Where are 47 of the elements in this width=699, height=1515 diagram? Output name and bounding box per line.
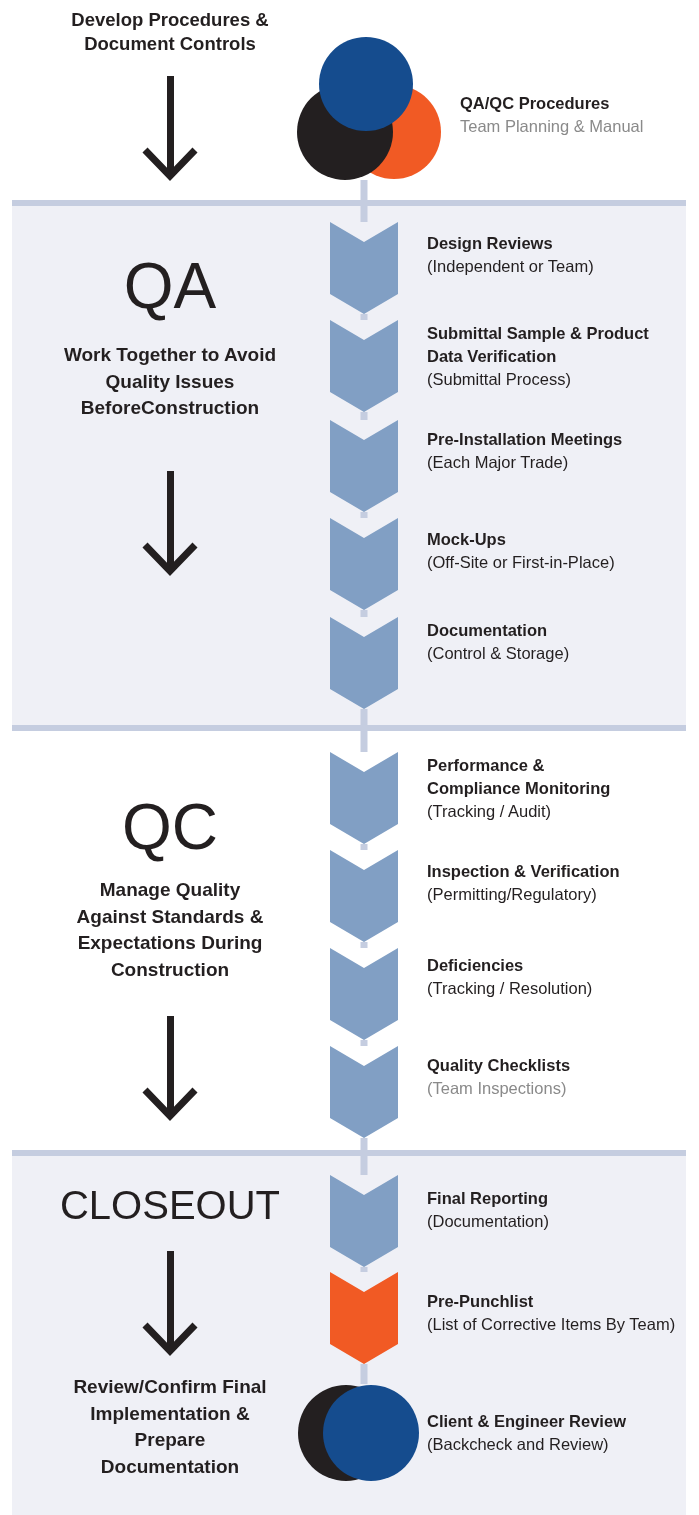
step-note: (Control & Storage) — [427, 643, 571, 664]
section-description: Work Together to Avoid Quality Issues BeforeConstruction — [62, 343, 278, 420]
step-title: Quality Checklists — [427, 1055, 572, 1076]
step-note: (Team Inspections) — [427, 1078, 568, 1099]
connector-line — [360, 844, 368, 850]
connector-line — [360, 1364, 368, 1384]
step-title: Inspection & Verification — [427, 861, 621, 882]
section-heading: CLOSEOUT — [58, 1182, 281, 1228]
step-note: Team Planning & Manual — [460, 116, 645, 137]
section-description: Manage Quality Against Standards & Expectations During Construction — [75, 878, 265, 982]
connector-line — [360, 942, 368, 948]
step-note: (Tracking / Resolution) — [427, 978, 594, 999]
connector-line — [360, 1138, 368, 1175]
connector-line — [360, 512, 368, 518]
step-note: (Tracking / Audit) — [427, 801, 553, 822]
step-note: (Each Major Trade) — [427, 452, 570, 473]
connector-line — [360, 412, 368, 420]
step-title: Design Reviews — [427, 233, 554, 254]
connector-line — [360, 314, 368, 320]
step-note: (Documentation) — [427, 1211, 550, 1232]
step-title: Pre-Installation Meetings — [427, 429, 624, 450]
section-description: Review/Confirm Final Implementation & Prepare Documentation — [72, 1375, 268, 1479]
connector-line — [360, 709, 368, 752]
step-note: (Backcheck and Review) — [427, 1434, 610, 1455]
step-note: (List of Corrective Items By Team) — [427, 1314, 677, 1335]
step-title: Submittal Sample & Product Data Verification — [427, 323, 650, 367]
connector-line — [360, 1040, 368, 1046]
section-panel — [12, 1150, 686, 1515]
step-title: Performance & Compliance Monitoring — [427, 755, 612, 799]
step-title: QA/QC Procedures — [460, 93, 611, 114]
connector-line — [360, 610, 368, 617]
section-heading: QC — [121, 791, 219, 865]
step-title: Final Reporting — [427, 1188, 549, 1209]
step-note: (Submittal Process) — [427, 369, 572, 390]
step-note: (Independent or Team) — [427, 256, 595, 277]
step-title: Client & Engineer Review — [427, 1411, 627, 1432]
heading-text: Develop Procedures & Document Controls — [70, 8, 270, 56]
step-note: (Off-Site or First-in-Place) — [427, 552, 616, 573]
step-title: Pre-Punchlist — [427, 1291, 535, 1312]
step-note: (Permitting/Regulatory) — [427, 884, 598, 905]
connector-line — [360, 1267, 368, 1272]
section-heading: QA — [122, 250, 218, 324]
step-title: Mock-Ups — [427, 529, 507, 550]
step-title: Documentation — [427, 620, 549, 641]
connector-line — [360, 180, 368, 222]
section-panel — [12, 200, 686, 725]
step-title: Deficiencies — [427, 955, 525, 976]
